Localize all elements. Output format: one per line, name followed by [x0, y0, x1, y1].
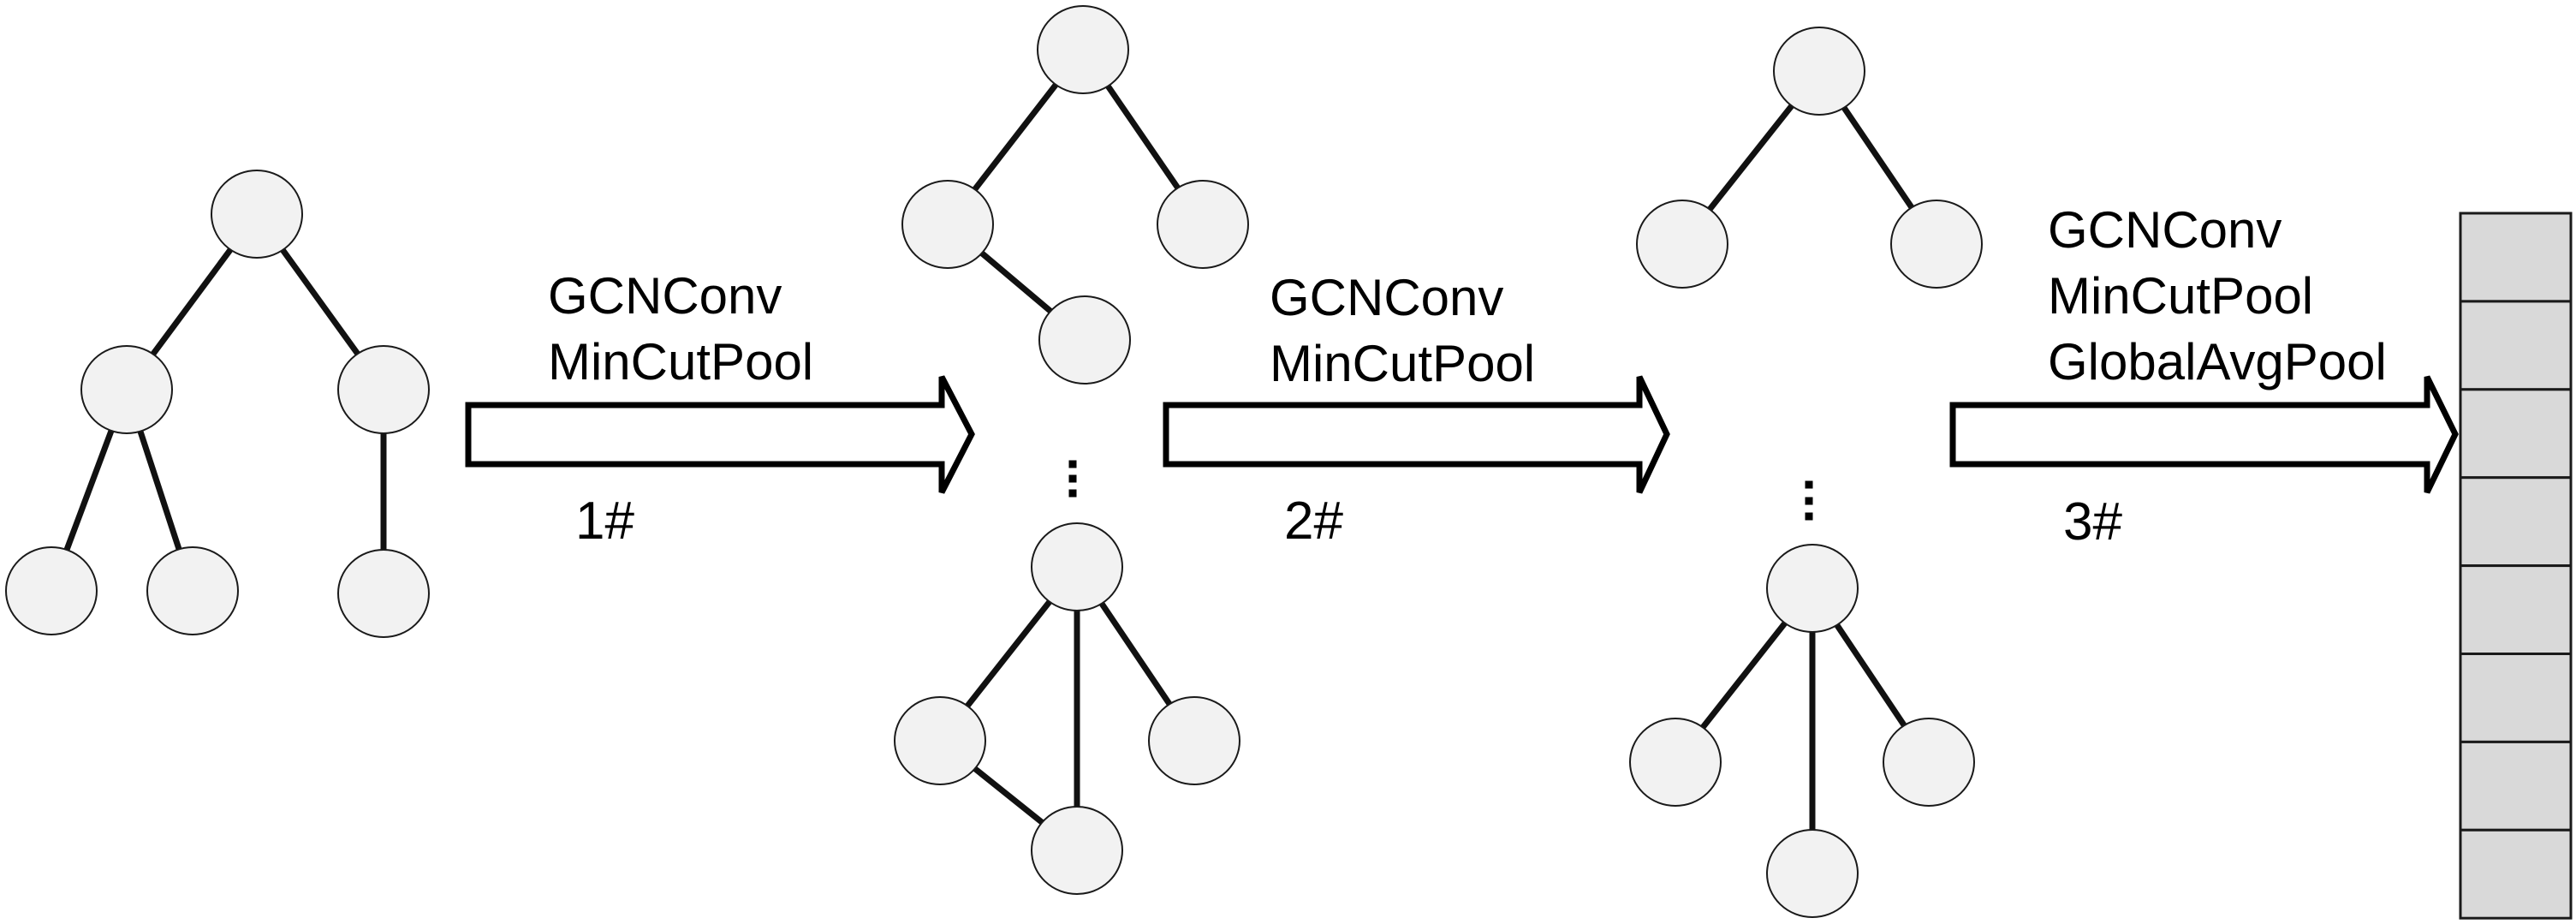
stage1-step-number: 1#: [575, 492, 634, 551]
graph-node: [1766, 544, 1859, 633]
vertical-ellipsis-icon: [1068, 460, 1077, 498]
stage3-arrow: [1949, 375, 2459, 494]
graph-node: [337, 549, 430, 638]
ellipsis-dot: [1805, 512, 1813, 521]
stage1-operation-label: MinCutPool: [548, 333, 813, 390]
ellipsis-dot: [1068, 474, 1077, 483]
feature-vector-cell: [2459, 740, 2573, 832]
feature-vector-cell: [2459, 476, 2573, 568]
graph-node: [211, 170, 303, 259]
stage3-operation-label: GCNConv: [2048, 201, 2282, 259]
block-arrow-shape: [1949, 375, 2459, 494]
graph-node: [146, 546, 239, 635]
stage2-operation-label: GCNConv: [1270, 269, 1503, 326]
feature-vector: [2459, 212, 2573, 920]
block-arrow-shape: [1163, 375, 1670, 494]
stage2-output-graph-top: [1636, 27, 1983, 289]
stage1-arrow: [465, 375, 975, 494]
stage2-arrow: [1163, 375, 1670, 494]
graph-node: [901, 180, 994, 269]
stage3-operation-label: MinCutPool: [2048, 267, 2313, 325]
ellipsis-dot: [1068, 460, 1077, 468]
graph-node: [1636, 200, 1728, 289]
graph-node: [1157, 180, 1249, 269]
graph-node: [1773, 27, 1865, 116]
graph-node: [1038, 295, 1131, 385]
graph-node: [80, 345, 173, 434]
feature-vector-cell: [2459, 300, 2573, 391]
graph-node: [1148, 696, 1240, 785]
feature-vector-cell: [2459, 828, 2573, 920]
graph-node: [1629, 718, 1722, 807]
stage1-operation-label: GCNConv: [548, 267, 782, 325]
graph-node: [1037, 5, 1129, 94]
graph-node: [5, 546, 98, 635]
stage1-output-graph-top: [901, 5, 1249, 385]
stage2-operation-label: MinCutPool: [1270, 335, 1535, 392]
feature-vector-cell: [2459, 564, 2573, 655]
feature-vector-cell: [2459, 653, 2573, 743]
feature-vector-cell: [2459, 212, 2573, 303]
ellipsis-dot: [1068, 489, 1077, 498]
stage3-step-number: 3#: [2063, 492, 2122, 551]
stage2-step-number: 2#: [1284, 492, 1343, 551]
ellipsis-dot: [1805, 480, 1813, 489]
stage2-output-graph-bottom: [1629, 544, 1975, 918]
stage1-output-graph-bottom: [894, 522, 1240, 895]
graph-node: [1883, 718, 1975, 807]
ellipsis-dot: [1805, 497, 1813, 505]
stage3-operation-label: GlobalAvgPool: [2048, 333, 2387, 390]
block-arrow-shape: [465, 375, 975, 494]
feature-vector-cell: [2459, 388, 2573, 480]
graph-node: [1031, 522, 1123, 611]
graph-node: [1766, 829, 1859, 918]
input-graph: [5, 170, 430, 638]
graph-node: [337, 345, 430, 434]
vertical-ellipsis-icon: [1805, 480, 1813, 521]
graph-node: [894, 696, 986, 785]
graph-node: [1031, 806, 1123, 895]
graph-node: [1890, 200, 1983, 289]
